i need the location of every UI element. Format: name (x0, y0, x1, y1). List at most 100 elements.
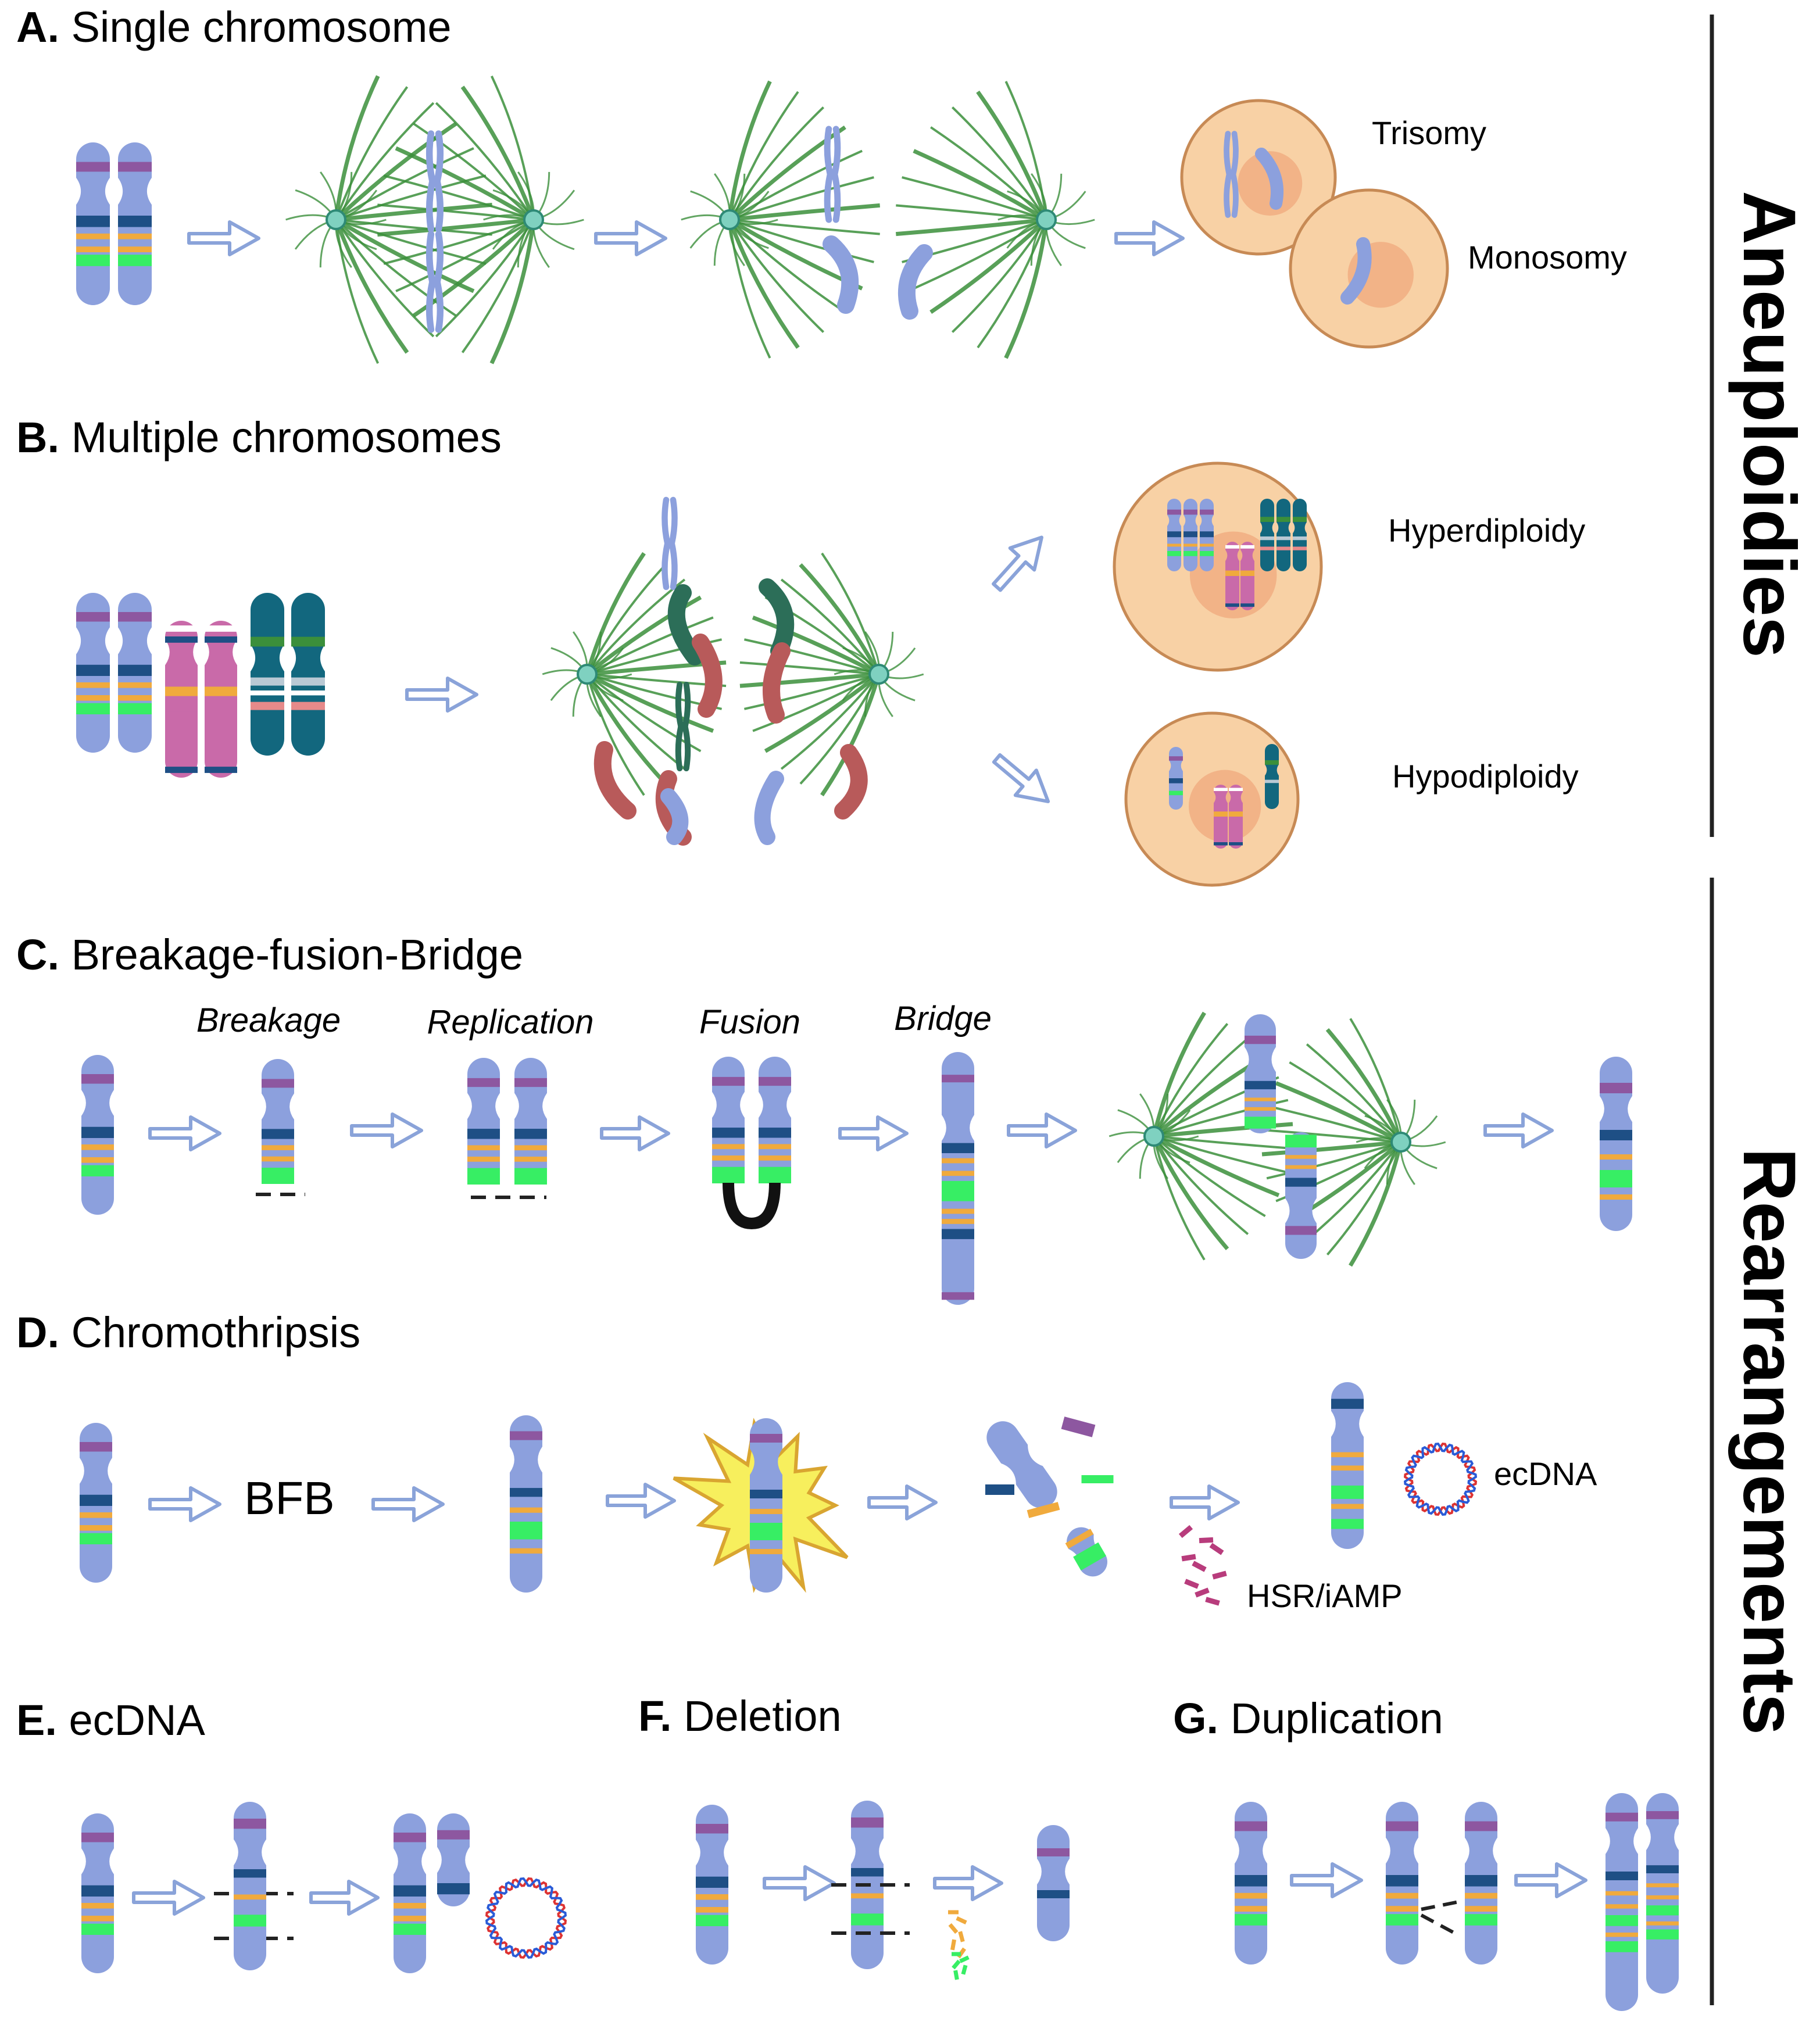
chromosome-band (1167, 509, 1181, 515)
chromosome-band (1606, 1941, 1638, 1952)
spindle-fiber (729, 219, 874, 263)
spindle-fiber (728, 219, 846, 313)
arrow-shape (148, 1486, 221, 1522)
chromosome-band (696, 1907, 728, 1913)
chromosome-icon (81, 1055, 114, 1215)
step-fusion: Fusion (699, 1003, 800, 1041)
chromosome-band (1225, 570, 1239, 576)
chromosome-band (696, 1894, 728, 1900)
arrow-icon (148, 1486, 221, 1522)
dna-fragment (961, 1965, 968, 1975)
spindle-fiber (728, 91, 799, 220)
dna-fragment (1212, 1570, 1227, 1580)
chromatid-arm (434, 278, 444, 333)
chromosome-band (851, 1893, 884, 1899)
label-monosomy: Monosomy (1468, 239, 1627, 275)
metaphase-chromosome-icon (662, 496, 678, 591)
chromosome-band (251, 690, 284, 696)
chromosome-band (1606, 1933, 1638, 1937)
anaphase-chromatid-icon (898, 244, 933, 320)
chromosome-band (1386, 1892, 1418, 1899)
chromosome-band (76, 703, 110, 714)
chromosome-band (234, 1869, 266, 1878)
chromosome-band (1073, 1542, 1106, 1570)
chromosome-icon (1065, 1527, 1107, 1577)
panel-g-title-text: Duplication (1231, 1694, 1443, 1743)
chromosome-band (81, 1074, 114, 1084)
ecdna-ring-icon (485, 1877, 567, 1959)
panel-a-letter: A. (16, 3, 59, 51)
spindle-fiber (764, 672, 881, 753)
spindle-fiber (585, 552, 646, 675)
chromosome-band (1646, 1883, 1679, 1888)
anaphase-chromatid-icon (759, 578, 795, 660)
chromosome-band (712, 1155, 745, 1161)
chromosome-band (1037, 1890, 1070, 1898)
chromosome-band (262, 1156, 294, 1162)
chromosome-band (510, 1431, 542, 1440)
chromosome-band (1240, 545, 1254, 549)
spindle-icon (896, 81, 1095, 359)
dna-fragment (1192, 1561, 1207, 1572)
chromosome-band (759, 1155, 791, 1161)
spindle-fiber (587, 616, 714, 675)
arrow-icon (309, 1880, 380, 1916)
side-label-aneuploidies: Aneuploidies (1728, 191, 1811, 658)
spindle-fiber (799, 563, 881, 675)
chromatid-arm (1224, 171, 1232, 218)
chromosome-band (1600, 1154, 1632, 1160)
chromosome-band (467, 1078, 500, 1087)
chromosome-band (1240, 570, 1254, 576)
spindle-fiber (743, 673, 879, 710)
dna-fragment (1027, 1502, 1060, 1518)
spindle-icon (681, 80, 880, 359)
chromosome-band (76, 246, 110, 252)
chromosome-icon (712, 1057, 745, 1183)
dna-fragment (958, 1931, 965, 1942)
metaphase-chromosome-icon (425, 231, 444, 333)
chromosome-band (205, 636, 237, 643)
centrosome (1036, 209, 1057, 230)
chromosome-band (81, 1165, 114, 1176)
dna-fragment (948, 1923, 959, 1934)
spindle-fiber (586, 674, 645, 796)
break-line (1421, 1900, 1460, 1911)
chromosome-band (1331, 1504, 1364, 1509)
chromosome-band (942, 1158, 974, 1164)
chromosome-band (1293, 546, 1307, 550)
chromosome-band (712, 1128, 745, 1138)
spindle-fiber (727, 219, 800, 349)
chromosome-band (76, 255, 110, 266)
chromosome-band (1260, 536, 1274, 541)
chromosome-icon (1183, 499, 1197, 571)
arrow-shape (606, 1483, 676, 1519)
chromatid-arm (434, 130, 444, 185)
spindle-fiber (951, 106, 1047, 221)
chromosome-band (1285, 1226, 1317, 1235)
chromosome-icon (1606, 1793, 1638, 2011)
spindle-fiber (1152, 1135, 1229, 1251)
chromosome-band (1646, 1905, 1679, 1916)
label-hsr-iamp: HSR/iAMP (1247, 1577, 1403, 1614)
spindle-fiber (930, 126, 1047, 221)
chromosome-band (251, 677, 284, 686)
chromosome-band (118, 664, 152, 676)
metaphase-chromosome-icon (824, 126, 841, 223)
chromosome-band (1646, 1811, 1679, 1819)
panel-e-title: E. ecDNA (16, 1696, 206, 1744)
chromosome-band (1265, 779, 1279, 783)
chromatid-arm (831, 171, 841, 223)
spindle-fiber (977, 219, 1047, 349)
chromosome-band (510, 1488, 542, 1497)
arrow-icon (838, 1115, 909, 1151)
arrow-shape (933, 1865, 1003, 1901)
chromosome-band (1276, 546, 1290, 550)
chromosome-band (467, 1145, 500, 1151)
centrosome (1143, 1126, 1164, 1147)
spindle-fiber (1306, 1141, 1402, 1241)
label-hyperdiploidy: Hyperdiploidy (1388, 512, 1585, 549)
chromatid-arm (425, 130, 436, 185)
chromosome-band (696, 1915, 728, 1926)
dna-fragment (959, 1955, 970, 1963)
spindle-fiber (335, 219, 380, 364)
